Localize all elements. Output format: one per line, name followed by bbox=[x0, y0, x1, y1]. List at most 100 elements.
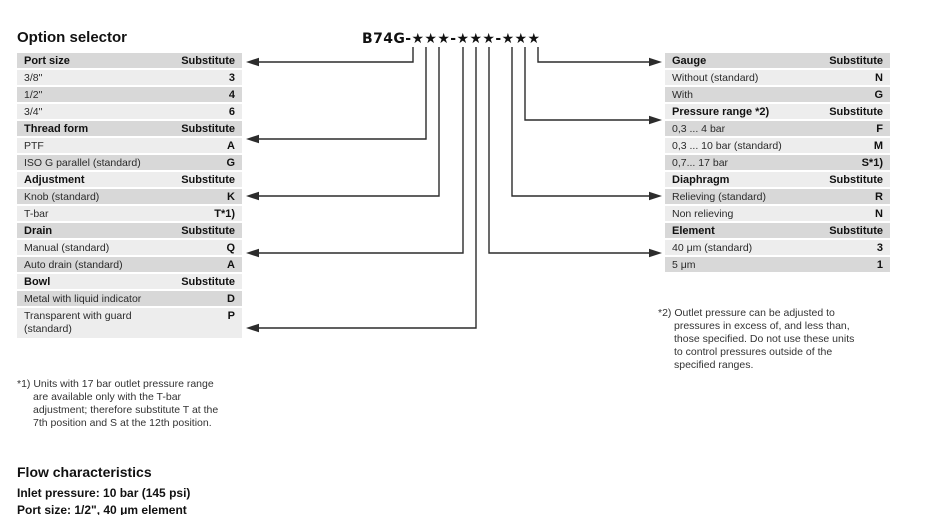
table-row: Auto drain (standard) A bbox=[17, 257, 242, 274]
row-code: 6 bbox=[228, 105, 235, 118]
table-row: Element Substitute bbox=[665, 223, 890, 240]
right-connectors bbox=[488, 47, 655, 254]
row-label: Diaphragm bbox=[672, 173, 730, 186]
table-row: Bowl Substitute bbox=[17, 274, 242, 291]
row-code: A bbox=[227, 258, 235, 271]
table-row: Drain Substitute bbox=[17, 223, 242, 240]
footnote-2: *2) Outlet pressure can be adjusted to p… bbox=[658, 307, 898, 372]
row-code: Substitute bbox=[829, 105, 883, 118]
row-label: Transparent with guard (standard) bbox=[24, 310, 132, 335]
footnote-line: 7th position and S at the 12th position. bbox=[33, 417, 212, 429]
table-row: T-bar T*1) bbox=[17, 206, 242, 223]
row-code: K bbox=[227, 190, 235, 203]
row-code: 3 bbox=[876, 241, 883, 254]
row-label: ISO G parallel (standard) bbox=[24, 156, 141, 169]
table-row: Pressure range *2) Substitute bbox=[665, 104, 890, 121]
footnote-line: adjustment; therefore substitute T at th… bbox=[33, 404, 219, 416]
row-label: Relieving (standard) bbox=[672, 190, 766, 203]
row-code: R bbox=[875, 190, 883, 203]
part-number: B74G-★★★-★★★-★★★ bbox=[362, 31, 541, 47]
table-row: With G bbox=[665, 87, 890, 104]
row-label: 1/2" bbox=[24, 88, 43, 101]
row-label: Metal with liquid indicator bbox=[24, 292, 142, 305]
table-row: 0,3 ... 10 bar (standard) M bbox=[665, 138, 890, 155]
row-code: G bbox=[874, 88, 883, 101]
table-row: 0,3 ... 4 bar F bbox=[665, 121, 890, 138]
row-label: Element bbox=[672, 224, 715, 237]
right-arrowheads bbox=[649, 57, 662, 258]
table-row: Port size Substitute bbox=[17, 53, 242, 70]
row-code: 3 bbox=[228, 71, 235, 84]
footnote-line: are available only with the T-bar bbox=[33, 391, 182, 403]
table-row: Gauge Substitute bbox=[665, 53, 890, 70]
left-connectors bbox=[249, 47, 477, 329]
table-row: ISO G parallel (standard) G bbox=[17, 155, 242, 172]
option-table-right: Gauge Substitute Without (standard) N Wi… bbox=[665, 53, 890, 274]
row-code: S*1) bbox=[861, 156, 883, 169]
row-code: Substitute bbox=[181, 275, 235, 288]
row-code: Substitute bbox=[181, 224, 235, 237]
row-code: D bbox=[227, 292, 235, 305]
table-row: 3/8" 3 bbox=[17, 70, 242, 87]
row-label: PTF bbox=[24, 139, 44, 152]
row-label: With bbox=[672, 88, 693, 101]
row-code: Substitute bbox=[829, 224, 883, 237]
row-label: Pressure range *2) bbox=[672, 105, 770, 118]
row-code: M bbox=[873, 139, 883, 152]
row-label: 0,3 ... 10 bar (standard) bbox=[672, 139, 782, 152]
row-code: N bbox=[875, 71, 883, 84]
row-label: Drain bbox=[24, 224, 53, 237]
table-row: 0,7... 17 bar S*1) bbox=[665, 155, 890, 172]
table-row: Adjustment Substitute bbox=[17, 172, 242, 189]
flow-inlet-pressure: Inlet pressure: 10 bar (145 psi) bbox=[17, 486, 191, 500]
table-row: Thread form Substitute bbox=[17, 121, 242, 138]
row-code: Substitute bbox=[829, 173, 883, 186]
row-code: T*1) bbox=[214, 207, 235, 220]
table-row: Transparent with guard (standard) P bbox=[17, 308, 242, 340]
table-row: Relieving (standard) R bbox=[665, 189, 890, 206]
row-label: 3/4" bbox=[24, 105, 43, 118]
row-code: F bbox=[876, 122, 883, 135]
left-arrowheads bbox=[246, 57, 259, 333]
row-code: Substitute bbox=[181, 173, 235, 186]
row-label: 0,3 ... 4 bar bbox=[672, 122, 726, 135]
table-row: Knob (standard) K bbox=[17, 189, 242, 206]
table-row: PTF A bbox=[17, 138, 242, 155]
row-label: 5 μm bbox=[672, 258, 696, 271]
row-code: 1 bbox=[876, 258, 883, 271]
footnote-line: to control pressures outside of the bbox=[674, 346, 833, 358]
footnote-line: *1) Units with 17 bar outlet pressure ra… bbox=[17, 378, 214, 390]
table-row: 5 μm 1 bbox=[665, 257, 890, 274]
row-label: Port size bbox=[24, 54, 70, 67]
row-label: Knob (standard) bbox=[24, 190, 100, 203]
row-code: 4 bbox=[228, 88, 235, 101]
flow-characteristics-heading: Flow characteristics bbox=[17, 464, 152, 480]
table-row: Non relieving N bbox=[665, 206, 890, 223]
row-code: P bbox=[227, 310, 235, 322]
row-label: Without (standard) bbox=[672, 71, 759, 84]
row-code: N bbox=[875, 207, 883, 220]
row-label: 0,7... 17 bar bbox=[672, 156, 729, 169]
row-label: T-bar bbox=[24, 207, 49, 220]
footnote-line: those specified. Do not use these units bbox=[674, 333, 855, 345]
footnote-line: *2) Outlet pressure can be adjusted to bbox=[658, 307, 835, 319]
table-row: 3/4" 6 bbox=[17, 104, 242, 121]
row-label: Thread form bbox=[24, 122, 89, 135]
flow-port-size: Port size: 1/2", 40 μm element bbox=[17, 503, 187, 515]
row-label: Bowl bbox=[24, 275, 51, 288]
row-code: Substitute bbox=[181, 122, 235, 135]
row-label: Auto drain (standard) bbox=[24, 258, 123, 271]
row-code: A bbox=[227, 139, 235, 152]
row-label: Gauge bbox=[672, 54, 707, 67]
row-code: Substitute bbox=[829, 54, 883, 67]
row-label: Non relieving bbox=[672, 207, 734, 220]
row-label: 40 μm (standard) bbox=[672, 241, 753, 254]
option-table-left: Port size Substitute 3/8" 3 1/2" 4 3/4" … bbox=[17, 53, 242, 340]
row-code: G bbox=[226, 156, 235, 169]
table-row: Diaphragm Substitute bbox=[665, 172, 890, 189]
row-label: Manual (standard) bbox=[24, 241, 110, 254]
row-code: Substitute bbox=[181, 54, 235, 67]
table-row: Metal with liquid indicator D bbox=[17, 291, 242, 308]
